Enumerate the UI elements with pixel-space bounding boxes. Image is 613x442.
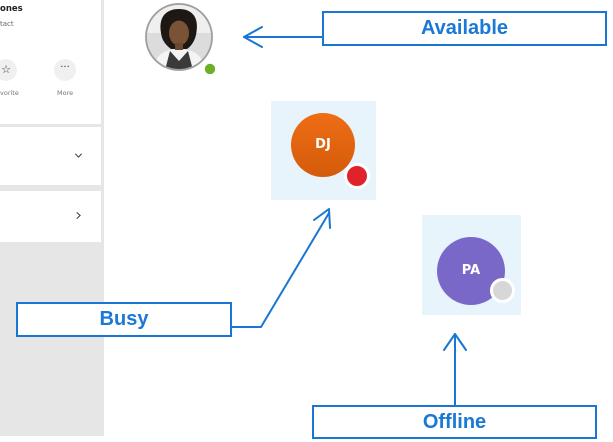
available-status-dot xyxy=(204,63,215,74)
busy-avatar-tile: DJ xyxy=(271,101,376,200)
available-callout: Available xyxy=(322,11,607,46)
star-icon: ☆ xyxy=(1,63,11,76)
offline-callout: Offline xyxy=(312,405,597,439)
busy-callout: Busy xyxy=(16,302,232,337)
busy-arrowhead xyxy=(313,208,331,229)
dj-avatar: DJ xyxy=(291,113,355,177)
more-button[interactable]: ··· xyxy=(54,59,76,81)
chevron-down-icon xyxy=(74,153,83,158)
busy-status-dot xyxy=(344,163,370,189)
contact-name: ones xyxy=(0,4,23,14)
chevron-right-icon xyxy=(76,211,81,220)
offline-avatar-tile: PA xyxy=(422,215,521,315)
ellipsis-icon: ··· xyxy=(60,62,70,73)
contact-card-header: ones tact ☆ ··· vorite More xyxy=(0,0,101,124)
navigation-row[interactable] xyxy=(0,191,101,242)
favorite-label: vorite xyxy=(0,89,19,97)
offline-status-dot xyxy=(490,278,515,303)
offline-arrowhead xyxy=(443,333,467,351)
contact-card-panel: ones tact ☆ ··· vorite More xyxy=(0,0,104,436)
expandable-section-row[interactable] xyxy=(0,127,101,185)
contact-subtitle: tact xyxy=(0,20,14,28)
photo-avatar xyxy=(145,3,215,74)
more-label: More xyxy=(57,89,74,97)
available-arrowhead xyxy=(243,26,263,48)
busy-arrow xyxy=(231,212,330,328)
favorite-button[interactable]: ☆ xyxy=(0,59,17,81)
